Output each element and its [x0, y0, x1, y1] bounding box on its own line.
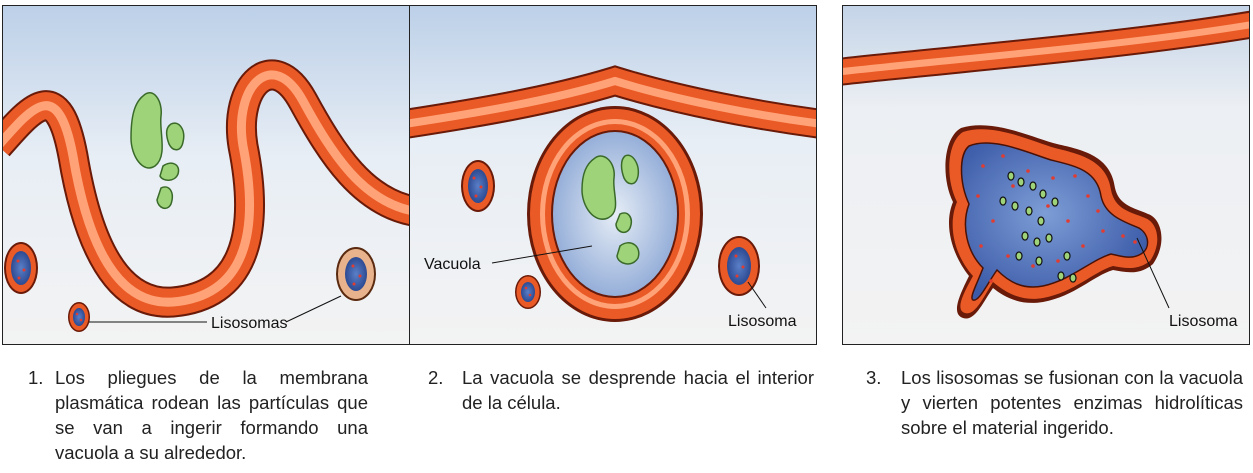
caption-text: Los lisosomas se fusionan con la vacuola…: [901, 365, 1243, 440]
lysosome: [718, 236, 760, 296]
vacuole: [527, 106, 703, 322]
caption-number: 2.: [428, 365, 443, 390]
diagram-panel-1: Lisosomas: [2, 5, 410, 345]
diagram-panel-3: Lisosoma: [842, 5, 1250, 345]
phagocytosis-step-1-illustration: Lisosomas: [3, 6, 410, 345]
caption-number: 3.: [866, 365, 881, 390]
phagocytosis-step-3-illustration: Lisosoma: [843, 6, 1250, 345]
label-vacuola: Vacuola: [424, 256, 481, 273]
caption-number: 1.: [28, 365, 43, 390]
label-lisosomas: Lisosomas: [211, 315, 287, 332]
label-lisosoma: Lisosoma: [1169, 313, 1238, 330]
lysosome: [461, 160, 495, 212]
caption-text: Los pliegues de la membrana plasmática r…: [55, 365, 368, 465]
particle: [582, 156, 616, 219]
lysosome: [4, 242, 38, 294]
lysosome: [515, 275, 541, 309]
label-lisosoma: Lisosoma: [728, 313, 797, 330]
particle: [160, 163, 179, 180]
particle: [167, 123, 184, 150]
phagocytosis-step-2-illustration: Vacuola Lisosoma: [410, 6, 817, 345]
diagram-panel-2: Vacuola Lisosoma: [409, 5, 817, 345]
lysosome: [336, 247, 376, 301]
lysosome: [68, 302, 90, 332]
caption-text: La vacuola se desprende hacia el interio…: [462, 365, 814, 415]
particle: [617, 243, 639, 264]
